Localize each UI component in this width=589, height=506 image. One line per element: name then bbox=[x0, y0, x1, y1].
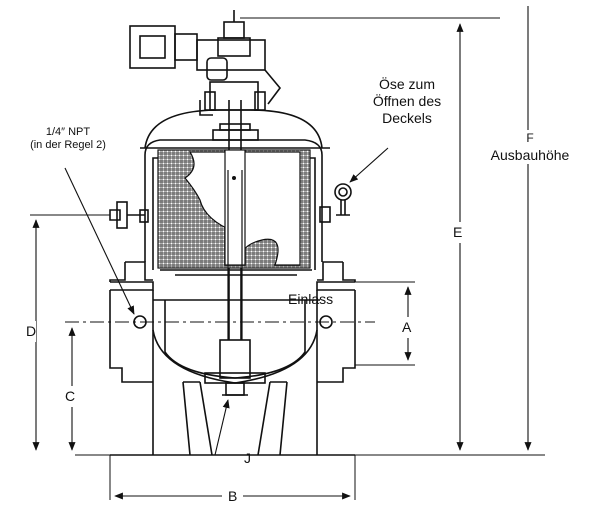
dim-e-label: E bbox=[453, 222, 463, 243]
leader-lines bbox=[64, 147, 389, 456]
eyebolt-label-line1: Öse zum bbox=[378, 76, 435, 92]
npt-label-line1: 1/4″ NPT bbox=[45, 126, 91, 138]
dim-b-label: B bbox=[222, 488, 244, 505]
dim-f-letter: F bbox=[526, 131, 534, 145]
inlet-label: Einlass bbox=[288, 291, 334, 307]
dim-f-label: F Ausbauhöhe bbox=[482, 130, 578, 164]
dim-a-label: A bbox=[402, 317, 412, 338]
leader-oese bbox=[349, 147, 389, 183]
npt-label-line2: (in der Regel 2) bbox=[30, 139, 106, 151]
dim-c-label: C bbox=[65, 386, 76, 407]
dim-f-text: Ausbauhöhe bbox=[490, 147, 570, 163]
eyebolt-label-line3: Deckels bbox=[382, 110, 432, 126]
eyebolt-label: Öse zum Öffnen des Deckels bbox=[362, 76, 452, 127]
extension-lines bbox=[30, 17, 545, 500]
dim-j-label: J bbox=[244, 450, 251, 466]
leader-npt bbox=[64, 167, 135, 315]
leader-j bbox=[214, 399, 230, 456]
dim-d-label: D bbox=[26, 321, 37, 342]
npt-label: 1/4″ NPT (in der Regel 2) bbox=[20, 126, 116, 152]
shaft-tube bbox=[224, 149, 246, 266]
eyebolt-label-line2: Öffnen des bbox=[372, 93, 442, 109]
